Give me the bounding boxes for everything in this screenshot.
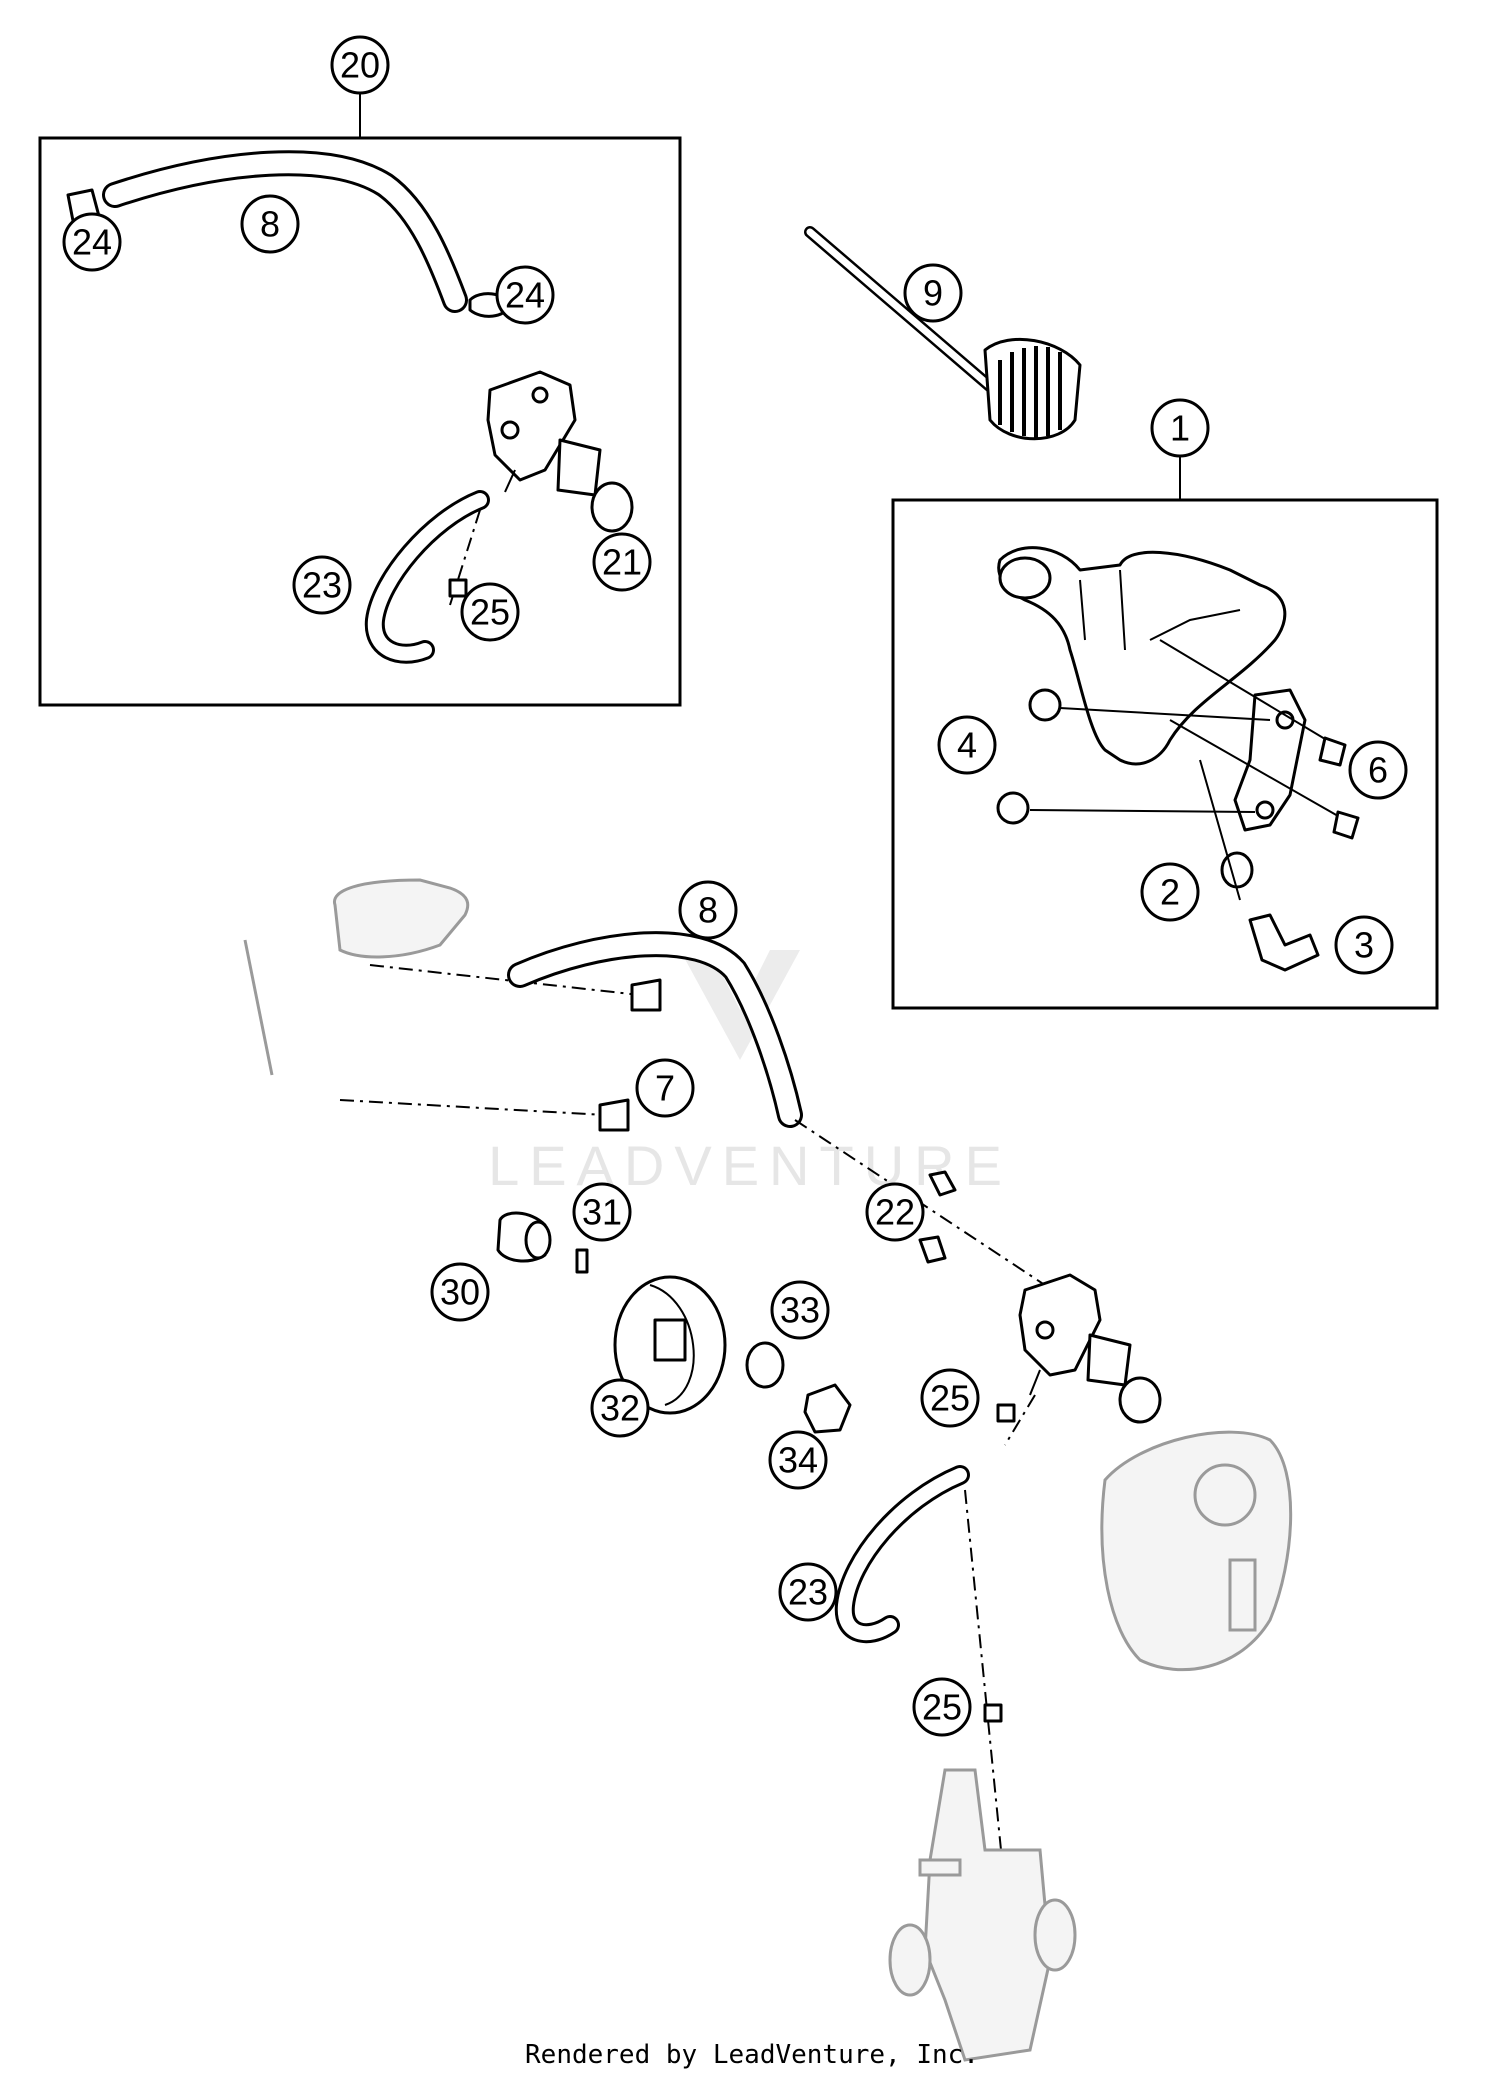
svg-text:8: 8	[260, 204, 280, 245]
svg-text:30: 30	[440, 1272, 480, 1313]
svg-text:33: 33	[780, 1290, 820, 1331]
callout-23: 23	[778, 1562, 838, 1622]
callout-1: 1	[1150, 398, 1210, 458]
footer-credit: Rendered by LeadVenture, Inc.	[525, 2040, 979, 2070]
callout-24: 24	[495, 265, 555, 325]
kit-box-1	[891, 455, 1439, 1010]
svg-text:23: 23	[302, 565, 342, 606]
callout-31: 31	[572, 1182, 632, 1242]
svg-text:20: 20	[340, 45, 380, 86]
grommet-part	[1220, 851, 1254, 889]
svg-text:32: 32	[600, 1388, 640, 1429]
callout-30: 30	[430, 1262, 490, 1322]
o-ring-part	[590, 481, 634, 533]
clamp-part	[996, 1403, 1016, 1423]
callout-8: 8	[678, 880, 738, 940]
callout-22: 22	[865, 1182, 925, 1242]
fuel-pump-part	[486, 370, 602, 497]
svg-text:31: 31	[582, 1192, 622, 1233]
svg-text:23: 23	[788, 1572, 828, 1613]
kit-box-20	[38, 93, 682, 707]
grommet-part	[1028, 688, 1062, 722]
grommet-part	[996, 791, 1030, 825]
svg-text:6: 6	[1368, 750, 1388, 791]
pin-part	[575, 1248, 589, 1274]
fuel-cap-part	[804, 226, 1082, 441]
fuel-tank-part	[997, 546, 1287, 766]
callout-25: 25	[460, 582, 520, 642]
svg-text:2: 2	[1160, 872, 1180, 913]
clamp-part	[983, 1703, 1003, 1723]
svg-text:8: 8	[698, 890, 718, 931]
svg-text:25: 25	[922, 1687, 962, 1728]
fuel-pump-part	[1018, 1273, 1132, 1396]
bolt-part	[598, 978, 662, 1132]
snap-ring-part	[745, 1341, 785, 1389]
callout-4: 4	[937, 715, 997, 775]
callout-32: 32	[590, 1378, 650, 1438]
svg-text:4: 4	[957, 725, 977, 766]
svg-text:1: 1	[1170, 408, 1190, 449]
svg-text:25: 25	[470, 592, 510, 633]
callout-23: 23	[292, 555, 352, 615]
callout-9: 9	[903, 263, 963, 323]
callout-7: 7	[635, 1058, 695, 1118]
screw-part	[1318, 736, 1360, 840]
callout-3: 3	[1334, 915, 1394, 975]
svg-text:25: 25	[930, 1378, 970, 1419]
callout-34: 34	[768, 1430, 828, 1490]
callout-25: 25	[912, 1677, 972, 1737]
callout-33: 33	[770, 1280, 830, 1340]
callout-21: 21	[592, 532, 652, 592]
o-ring-part	[1118, 1376, 1162, 1424]
callout-25: 25	[920, 1368, 980, 1428]
svg-text:24: 24	[72, 222, 112, 263]
nut-part	[803, 1383, 852, 1434]
clamp-part	[448, 578, 468, 598]
callout-2: 2	[1140, 862, 1200, 922]
svg-text:9: 9	[923, 273, 943, 314]
svg-text:21: 21	[602, 542, 642, 583]
carburetor-part	[888, 1768, 1077, 2062]
svg-text:7: 7	[655, 1068, 675, 1109]
watermark-text: LEADVENTURE	[488, 1134, 1012, 1197]
callouts: 20 8 24 24 21 23 25 9 1 4 6 2 3 8 7 31 2…	[62, 35, 1408, 1737]
bracket-part	[1233, 688, 1307, 832]
pulley-part	[613, 1275, 727, 1415]
svg-text:34: 34	[778, 1440, 818, 1481]
callout-8: 8	[240, 194, 300, 254]
screw-part	[918, 1170, 957, 1264]
frame-outline	[243, 878, 470, 1076]
svg-text:22: 22	[875, 1192, 915, 1233]
callout-6: 6	[1348, 740, 1408, 800]
callout-24: 24	[62, 212, 122, 272]
ignition-cover-part	[1100, 1430, 1293, 1672]
svg-text:3: 3	[1354, 925, 1374, 966]
watermark: LEADVENTURE	[488, 950, 1012, 1197]
bushing-part	[496, 1211, 552, 1263]
fuel-elbow-part	[1248, 913, 1320, 972]
svg-text:24: 24	[505, 275, 545, 316]
callout-20: 20	[330, 35, 390, 95]
